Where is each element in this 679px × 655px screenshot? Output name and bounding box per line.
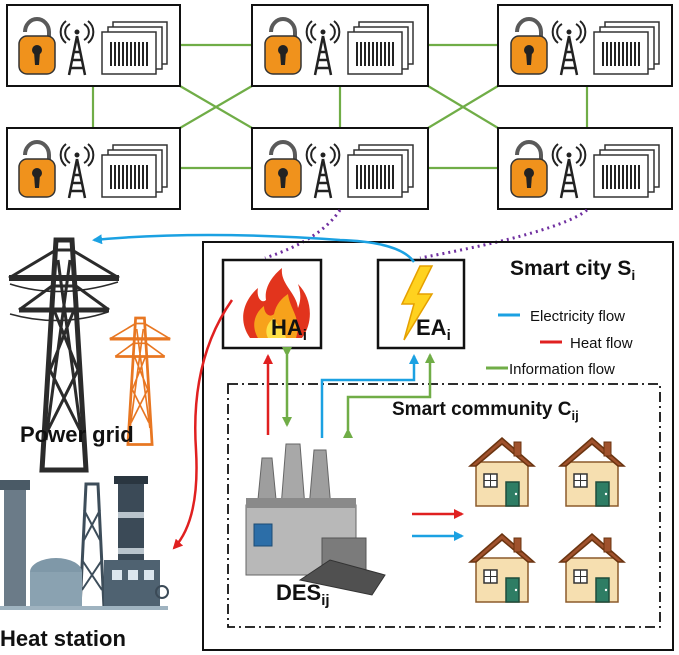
smart-city-label: Smart city Si xyxy=(510,257,635,283)
heat-station-label: Heat station xyxy=(0,626,126,651)
ha-agent: HAi xyxy=(221,258,323,350)
house-icon xyxy=(559,437,625,507)
chain-link-ea xyxy=(419,208,588,260)
flame-icon xyxy=(243,268,310,338)
power-grid-icon xyxy=(9,240,172,470)
blockchain-node xyxy=(251,127,429,210)
svg-text:EAi: EAi xyxy=(416,315,451,344)
smart-community-label: Smart community Cij xyxy=(392,399,579,423)
chain-link-ha xyxy=(264,209,342,260)
lightning-icon xyxy=(400,265,434,341)
heat-flow-to-station xyxy=(172,299,234,550)
ea-subscript: i xyxy=(447,327,451,344)
blockchain-node xyxy=(6,4,181,87)
electricity-flow-to-grid xyxy=(92,233,416,263)
ea-agent: EAi xyxy=(376,258,466,350)
house-icon xyxy=(559,533,625,603)
legend-heat: Heat flow xyxy=(570,335,633,352)
ea-label: EA xyxy=(416,315,447,340)
blockchain-node xyxy=(6,127,181,210)
blockchain-node xyxy=(251,4,429,87)
factory-icon xyxy=(245,443,386,596)
smart-community-box xyxy=(227,383,661,628)
blockchain-node xyxy=(497,127,673,210)
legend-electricity: Electricity flow xyxy=(530,308,625,325)
house-icon xyxy=(469,437,535,507)
info-flow-ea xyxy=(343,353,435,438)
legend: Electricity flow Heat flow Information f… xyxy=(486,308,633,378)
house-icon xyxy=(469,533,535,603)
blockchain-node xyxy=(497,4,673,87)
heat-station-icon xyxy=(0,476,169,610)
power-grid-label: Power grid xyxy=(20,422,134,447)
ha-label: HA xyxy=(271,315,303,340)
smart-city-box xyxy=(202,241,674,651)
des-label: DESij xyxy=(276,580,330,609)
ha-subscript: i xyxy=(303,327,307,344)
svg-text:HAi: HAi xyxy=(271,315,307,344)
legend-information: Information flow xyxy=(509,361,615,378)
blockchain-links xyxy=(91,43,589,170)
